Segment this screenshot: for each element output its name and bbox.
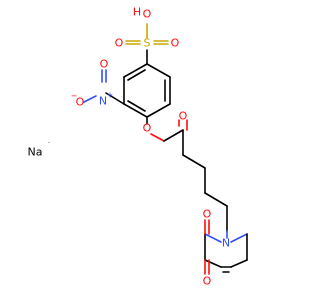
nitro-plus-charge: +	[107, 91, 114, 100]
sulfonic-o-top: O	[143, 8, 152, 21]
nitro-minus-charge: −	[71, 92, 78, 101]
structure-svg: H O S O O O − N + O O O	[28, 6, 248, 288]
sulfonic-acid-group: H O S O O	[115, 6, 180, 65]
ester-o: O	[143, 122, 152, 135]
maleimide-ring: N O O	[203, 208, 248, 288]
sodium-radical-dot: ˙	[47, 142, 51, 151]
nitro-o-double: O	[100, 58, 109, 71]
imide-n: N	[222, 237, 230, 250]
sulfur-atom: S	[144, 37, 151, 50]
molecule-structure-diagram: H O S O O O − N + O O O	[28, 6, 248, 288]
sodium-ion: Na ˙	[28, 142, 51, 159]
sulfonic-o-right: O	[171, 37, 180, 50]
nitro-n: N	[99, 95, 107, 108]
sulfonic-h-label: H	[133, 6, 141, 19]
imide-o-bottom: O	[203, 275, 212, 288]
imide-o-top: O	[203, 208, 212, 221]
sodium-label: Na	[28, 146, 43, 159]
carbonyl-o: O	[179, 110, 188, 123]
ester-group: O O	[143, 110, 188, 142]
alkyl-chain	[182, 129, 228, 232]
nitro-o-minus: O	[76, 96, 85, 109]
nitro-group: O − N + O	[71, 58, 125, 109]
benzene-ring	[123, 63, 171, 118]
sulfonic-o-left: O	[115, 37, 124, 50]
